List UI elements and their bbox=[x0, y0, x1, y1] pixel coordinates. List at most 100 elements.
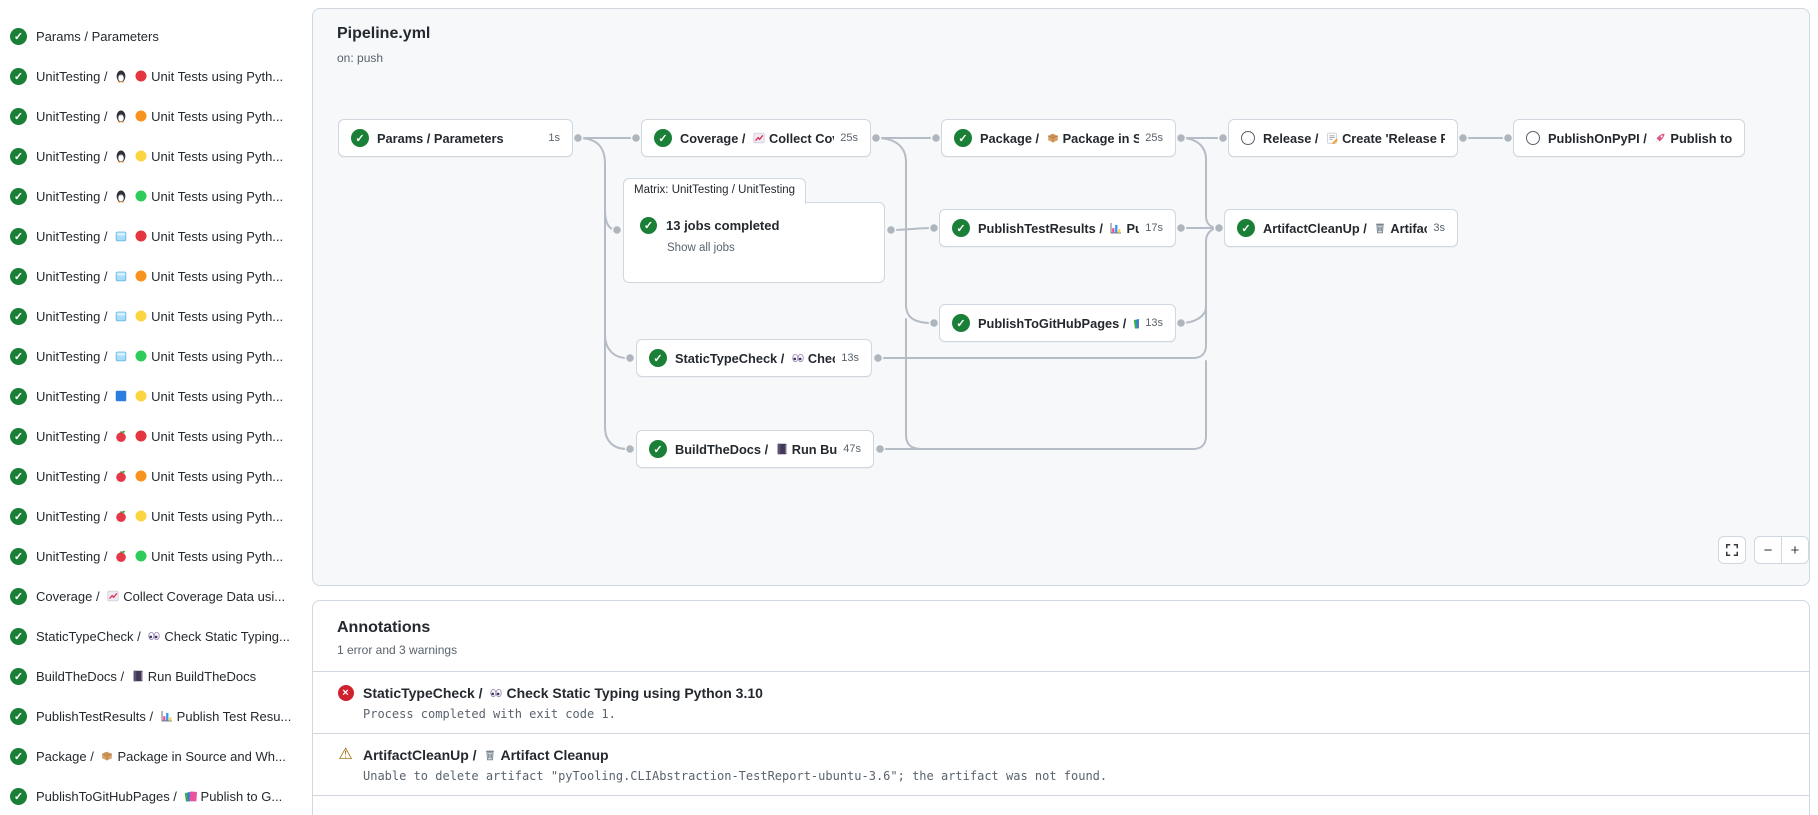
sidebar-job-item[interactable]: ✓ Params / Parameters bbox=[0, 16, 302, 56]
green-dot-icon bbox=[135, 549, 147, 562]
job-label: UnitTesting / Unit Tests using Pyth... bbox=[36, 428, 284, 444]
sidebar-job-item[interactable]: ✓UnitTesting / Unit Tests using Pyth... bbox=[0, 136, 302, 176]
success-icon: ✓ bbox=[10, 187, 27, 205]
zoom-in-button[interactable]: + bbox=[1781, 536, 1809, 564]
chart-increasing-icon bbox=[107, 590, 119, 601]
orange-dot-icon bbox=[135, 469, 147, 482]
sidebar-job-item[interactable]: ✓UnitTesting / Unit Tests using Pyth... bbox=[0, 56, 302, 96]
chart-increasing-icon bbox=[753, 132, 765, 143]
sidebar-job-item[interactable]: ✓UnitTesting / Unit Tests using Pyth... bbox=[0, 376, 302, 416]
sidebar-job-item[interactable]: ✓Package / Package in Source and Wh... bbox=[0, 736, 302, 776]
job-label: UnitTesting / Unit Tests using Pyth... bbox=[36, 68, 284, 84]
success-icon: ✓ bbox=[10, 507, 27, 525]
annotation-title[interactable]: StaticTypeCheck / Check Static Typing us… bbox=[363, 685, 763, 701]
job-label: UnitTesting / Unit Tests using Pyth... bbox=[36, 348, 284, 364]
node-label: PublishTestResults / Pu... bbox=[978, 220, 1140, 236]
sidebar-job-item[interactable]: ✓UnitTesting / Unit Tests using Pyth... bbox=[0, 456, 302, 496]
orange-dot-icon bbox=[135, 109, 147, 122]
job-label: UnitTesting / Unit Tests using Pyth... bbox=[36, 228, 284, 244]
job-label: UnitTesting / Unit Tests using Pyth... bbox=[36, 268, 284, 284]
node-duration: 13s bbox=[841, 352, 859, 364]
graph-node-pypi[interactable]: PublishOnPyPI / Publish to ... bbox=[1513, 119, 1745, 157]
sidebar-job-item[interactable]: ✓ UnitTesting / Unit Tests using Pyth... bbox=[0, 216, 302, 256]
success-icon: ✓ bbox=[952, 219, 970, 237]
sidebar-job-item[interactable]: ✓Coverage / Collect Coverage Data usi... bbox=[0, 576, 302, 616]
sidebar-job-item[interactable]: ✓ UnitTesting / Unit Tests using Pyth... bbox=[0, 256, 302, 296]
sidebar-job-item[interactable]: ✓BuildTheDocs / Run BuildTheDocs bbox=[0, 656, 302, 696]
apple-icon bbox=[116, 550, 126, 562]
show-all-jobs-link[interactable]: Show all jobs bbox=[667, 242, 735, 254]
success-icon: ✓ bbox=[10, 627, 27, 645]
success-icon: ✓ bbox=[10, 347, 27, 365]
graph-node-acu[interactable]: ✓ArtifactCleanUp / Artifac...3s bbox=[1224, 209, 1458, 247]
sidebar-job-item[interactable]: ✓ UnitTesting / Unit Tests using Pyth... bbox=[0, 416, 302, 456]
annotation-row bbox=[313, 795, 1809, 815]
jobs-sidebar: ✓Params / Parameters✓UnitTesting / Unit … bbox=[0, 0, 302, 815]
job-label: UnitTesting / Unit Tests using Pyth... bbox=[36, 548, 284, 564]
node-duration: 1s bbox=[548, 132, 560, 144]
job-label: PublishTestResults / Publish Test Resu..… bbox=[36, 708, 292, 724]
green-dot-icon bbox=[135, 349, 147, 362]
success-icon: ✓ bbox=[10, 307, 27, 325]
books-icon bbox=[1133, 317, 1140, 329]
penguin-icon bbox=[116, 189, 126, 203]
graph-node-release[interactable]: Release / Create 'Release P... bbox=[1228, 119, 1458, 157]
graph-node-ptghp[interactable]: ✓PublishToGitHubPages / ...13s bbox=[939, 304, 1176, 342]
ice-cube-icon bbox=[115, 311, 127, 321]
annotations-card: Annotations 1 error and 3 warnings ×Stat… bbox=[312, 600, 1810, 815]
sidebar-job-item[interactable]: ✓PublishToGitHubPages / Publish to G... bbox=[0, 776, 302, 815]
graph-node-package[interactable]: ✓Package / Package in So...25s bbox=[941, 119, 1176, 157]
penguin-icon bbox=[116, 69, 126, 83]
yellow-dot-icon bbox=[135, 389, 147, 402]
success-icon: ✓ bbox=[10, 467, 27, 485]
node-duration: 13s bbox=[1145, 317, 1163, 329]
success-icon: ✓ bbox=[10, 227, 27, 245]
matrix-tab-label: Matrix: UnitTesting / UnitTesting bbox=[634, 184, 796, 196]
graph-node-btd[interactable]: ✓BuildTheDocs / Run Buil...47s bbox=[636, 430, 874, 468]
node-duration: 47s bbox=[843, 443, 861, 455]
sidebar-job-item[interactable]: ✓ StaticTypeCheck / Check Static Typing..… bbox=[0, 616, 302, 656]
success-icon: ✓ bbox=[10, 387, 27, 405]
red-dot-icon bbox=[135, 429, 147, 442]
sidebar-job-item[interactable]: ✓UnitTesting / Unit Tests using Pyth... bbox=[0, 536, 302, 576]
apple-icon bbox=[116, 510, 126, 522]
sidebar-job-item[interactable]: ✓ UnitTesting / Unit Tests using Pyth... bbox=[0, 336, 302, 376]
node-label: BuildTheDocs / Run Buil... bbox=[675, 441, 838, 457]
annotation-title[interactable]: ArtifactCleanUp / Artifact Cleanup bbox=[363, 747, 609, 763]
job-label: UnitTesting / Unit Tests using Pyth... bbox=[36, 188, 284, 204]
sidebar-job-item[interactable]: ✓UnitTesting / Unit Tests using Pyth... bbox=[0, 296, 302, 336]
graph-node-stc[interactable]: ✓StaticTypeCheck / Chec...13s bbox=[636, 339, 872, 377]
annotation-message: Unable to delete artifact "pyTooling.CLI… bbox=[363, 769, 1108, 783]
success-icon: ✓ bbox=[10, 427, 27, 445]
graph-node-ptr[interactable]: ✓PublishTestResults / Pu...17s bbox=[939, 209, 1176, 247]
job-label: Params / Parameters bbox=[36, 28, 159, 44]
job-label: PublishToGitHubPages / Publish to G... bbox=[36, 788, 283, 804]
sidebar-job-item[interactable]: ✓UnitTesting / Unit Tests using Pyth... bbox=[0, 496, 302, 536]
matrix-group[interactable]: ✓ 13 jobs completed Show all jobs bbox=[623, 202, 885, 283]
apple-icon bbox=[116, 470, 126, 482]
node-duration: 3s bbox=[1433, 222, 1445, 234]
eyes-icon bbox=[490, 688, 503, 698]
node-label: Package / Package in So... bbox=[980, 130, 1140, 146]
book-icon bbox=[777, 443, 787, 454]
wastebasket-icon bbox=[486, 750, 495, 761]
graph-node-coverage[interactable]: ✓Coverage / Collect Cove...25s bbox=[641, 119, 871, 157]
success-icon: ✓ bbox=[952, 314, 970, 332]
sidebar-job-item[interactable]: ✓PublishTestResults / Publish Test Resu.… bbox=[0, 696, 302, 736]
sidebar-job-item[interactable]: ✓ UnitTesting / Unit Tests using Pyth... bbox=[0, 176, 302, 216]
sidebar-job-item[interactable]: ✓UnitTesting / Unit Tests using Pyth... bbox=[0, 96, 302, 136]
job-label: StaticTypeCheck / Check Static Typing... bbox=[36, 628, 290, 644]
eyes-icon bbox=[792, 353, 804, 362]
book-icon bbox=[133, 670, 143, 681]
success-icon: ✓ bbox=[10, 27, 27, 45]
yellow-dot-icon bbox=[135, 309, 147, 322]
zoom-out-button[interactable]: − bbox=[1754, 536, 1782, 564]
annotation-message: Process completed with exit code 1. bbox=[363, 707, 616, 721]
ice-cube-icon bbox=[115, 231, 127, 241]
fullscreen-button[interactable] bbox=[1718, 536, 1746, 564]
success-icon: ✓ bbox=[10, 587, 27, 605]
success-icon: ✓ bbox=[10, 267, 27, 285]
bar-chart-icon bbox=[161, 710, 172, 721]
penguin-icon bbox=[116, 109, 126, 123]
